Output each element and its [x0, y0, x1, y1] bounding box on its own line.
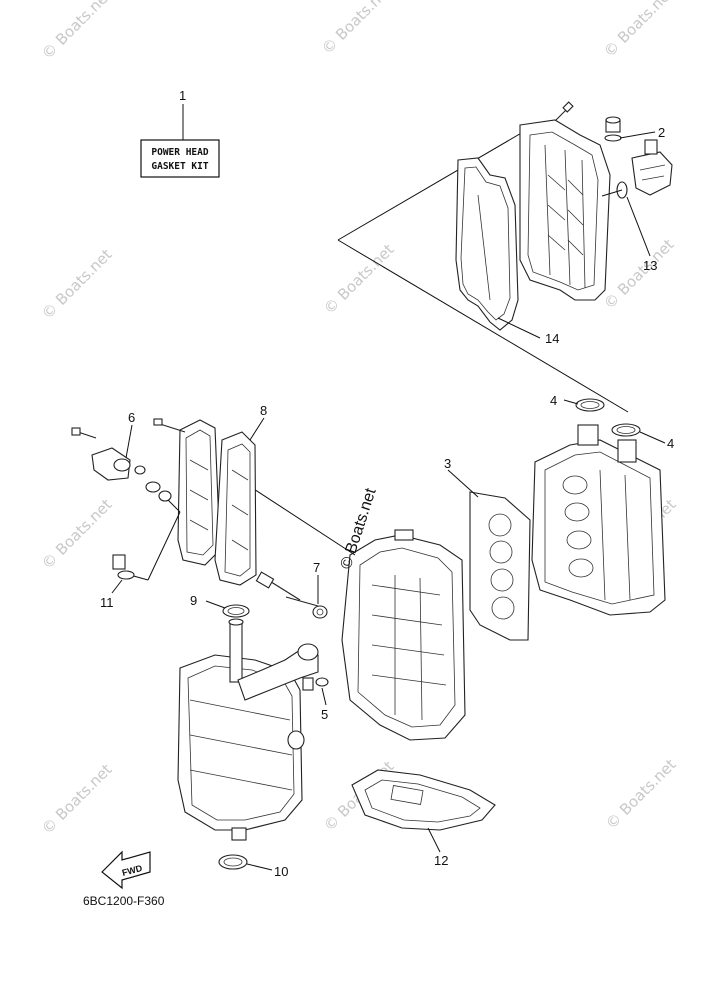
gasket-kit-line-2: GASKET KIT — [151, 161, 208, 172]
callout-label: 8 — [260, 403, 267, 418]
callout-label: 7 — [313, 560, 320, 575]
callout-label: 10 — [274, 864, 288, 879]
thermostat-assembly: 6 11 — [71, 410, 181, 610]
watermark: © Boats.net — [38, 495, 116, 573]
callout-label: 11 — [100, 595, 114, 610]
diagram-code: 6BC1200-F360 — [83, 894, 165, 908]
watermark: © Boats.net — [318, 0, 396, 58]
watermark: © Boats.net — [38, 760, 116, 838]
watermark: © Boats.net — [600, 0, 678, 61]
head-gasket: 3 — [444, 456, 531, 641]
callout-label: 13 — [643, 258, 657, 273]
exhaust-cover-assembly — [337, 101, 673, 413]
watermark: © Boats.net — [600, 235, 678, 313]
callout-label: 14 — [545, 331, 559, 346]
cylinder-head — [531, 398, 666, 616]
gasket-kit-line-1: POWER HEAD — [151, 147, 208, 158]
watermark: © Boats.net — [602, 755, 680, 833]
base-gasket: 12 — [351, 769, 496, 868]
callout-label: 12 — [434, 853, 448, 868]
callout-label: 4 — [550, 393, 557, 408]
callout-label: 2 — [658, 125, 665, 140]
callout-label: 3 — [444, 456, 451, 471]
callout-2: 2 — [619, 125, 665, 140]
cylinder-block: © Boats.net — [338, 486, 466, 741]
gasket-kit-box: POWER HEAD GASKET KIT — [140, 104, 220, 178]
callout-5: 5 — [302, 677, 329, 722]
callout-label: 5 — [321, 707, 328, 722]
callout-4-right: 4 — [639, 431, 674, 451]
watermark: © Boats.net — [38, 245, 116, 323]
fwd-arrow-icon: FWD — [101, 850, 151, 890]
crankcase: 9 10 — [177, 593, 319, 879]
callout-label: 6 — [128, 410, 135, 425]
side-cover-assembly: 8 — [153, 403, 356, 586]
callout-7: 7 — [255, 560, 328, 619]
callout-14: 14 — [497, 317, 559, 346]
watermark: © Boats.net — [38, 0, 116, 63]
callout-13: 13 — [626, 196, 657, 273]
callout-label: 1 — [179, 88, 186, 103]
callout-label: 9 — [190, 593, 197, 608]
callout-4-top: 4 — [550, 393, 579, 408]
callout-label: 4 — [667, 436, 674, 451]
